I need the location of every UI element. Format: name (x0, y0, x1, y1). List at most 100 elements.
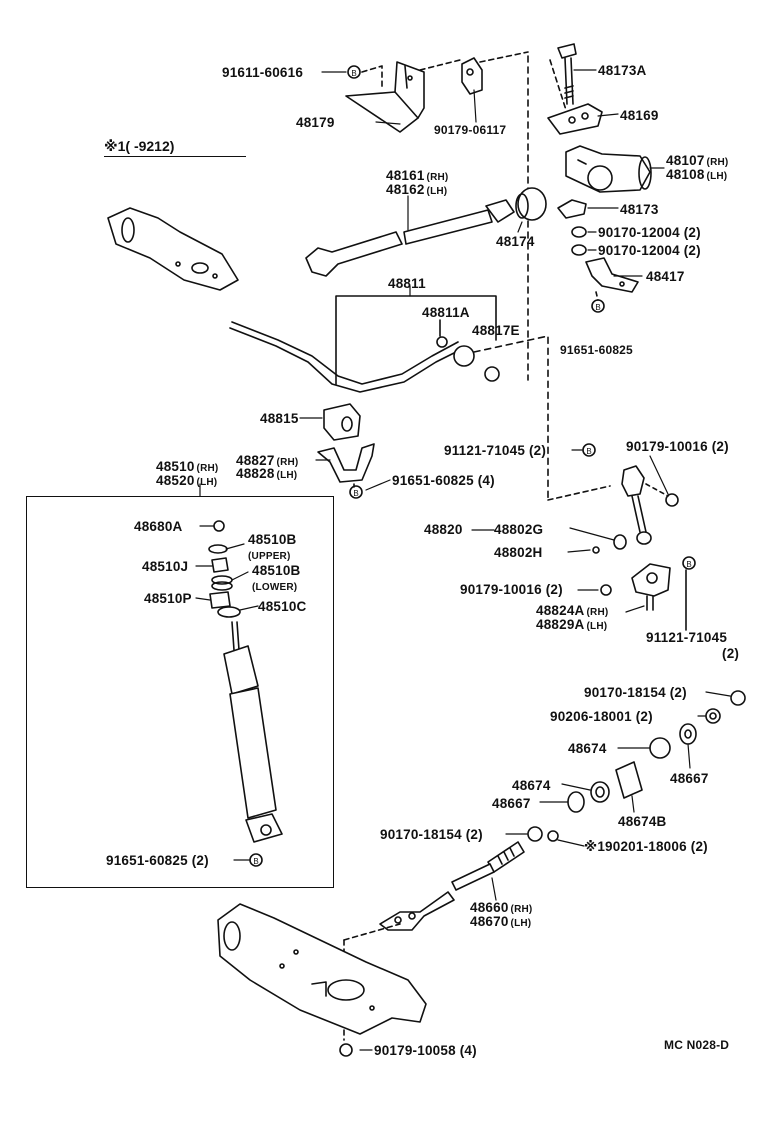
part-number-48670: 48670 (470, 914, 509, 929)
label-qty-2: (2) (722, 646, 740, 661)
bolt-91651-60825-icon: B (591, 299, 605, 313)
label-90179-10058: 90179-10058 (4) (374, 1043, 477, 1058)
label-90170-18154-top: 90170-18154 (2) (584, 685, 687, 700)
label-48667-a: 48667 (670, 771, 709, 786)
retainer-48667-b (567, 791, 585, 813)
label-90170-12004-b: 90170-12004 (2) (598, 243, 701, 258)
bolt-91121-71045-icon: B (582, 443, 596, 457)
label-48802H: 48802H (494, 545, 543, 560)
part-number-48828: 48828 (236, 466, 275, 481)
bushing-48811A (436, 336, 448, 348)
label-48820: 48820 (424, 522, 463, 537)
lh-suffix: (LH) (426, 186, 448, 197)
label-48660: 48660(RH) (470, 900, 532, 917)
washer-190201-18006-icon (547, 830, 559, 842)
bracket-48179 (345, 61, 425, 133)
label-48827: 48827(RH) (236, 453, 298, 470)
label-91121-71045-2: 91121-71045 (2) (444, 443, 547, 458)
rh-suffix: (RH) (706, 157, 729, 168)
bushing-48802G (613, 534, 627, 550)
label-48417: 48417 (646, 269, 685, 284)
label-48674-a: 48674 (568, 741, 607, 756)
label-48107: 48107(RH) (666, 153, 728, 170)
label-48670: 48670(LH) (470, 914, 531, 931)
cap-48817E (484, 366, 500, 382)
lh-suffix: (LH) (510, 918, 532, 929)
washer-90170-12004-icon (571, 226, 587, 256)
label-90179-10016-top: 90179-10016 (2) (626, 439, 729, 454)
bolt-90179-10058-icon (339, 1043, 353, 1057)
svg-text:B: B (586, 447, 591, 456)
label-48510J: 48510J (142, 559, 189, 574)
label-91651-60825-top: 91651-60825 (560, 343, 633, 357)
strut-bar-48660 (379, 841, 525, 931)
bolt-91651-60825-4-icon: B (349, 485, 363, 499)
label-48173A: 48173A (598, 63, 647, 78)
part-number-48510: 48510 (156, 459, 195, 474)
lh-suffix: (LH) (706, 171, 728, 182)
part-number-48161: 48161 (386, 168, 425, 183)
arm-48107 (565, 145, 652, 193)
label-48510B-lower: 48510B(LOWER) (252, 563, 301, 595)
lh-suffix: (LH) (196, 477, 218, 488)
label-48162: 48162(LH) (386, 182, 447, 199)
part-number-48162: 48162 (386, 182, 425, 197)
label-48510B-upper: 48510B(UPPER) (248, 532, 297, 564)
rh-suffix: (RH) (426, 172, 449, 183)
label-91651-60825-4: 91651-60825 (4) (392, 473, 495, 488)
svg-text:B: B (253, 857, 258, 866)
part-number-48108: 48108 (666, 167, 705, 182)
svg-text:B: B (353, 489, 358, 498)
part-number-48824A: 48824A (536, 603, 585, 618)
leader-lines (195, 69, 731, 1051)
label-48510C: 48510C (258, 599, 307, 614)
bushing-48173 (557, 199, 587, 219)
bolt-48173A (557, 43, 577, 105)
nut-91611-60616-icon: B (347, 65, 361, 79)
label-48829A: 48829A(LH) (536, 617, 607, 634)
frame-fragment (107, 207, 239, 291)
part-number-48660: 48660 (470, 900, 509, 915)
bushing-48674-b (590, 781, 610, 803)
bolt-91121-71045-b-icon: B (682, 556, 696, 570)
nut-90179-10016-icon (665, 493, 679, 507)
rh-suffix: (RH) (196, 463, 219, 474)
nut-90179-10016-mid-icon (600, 584, 612, 596)
part-number-48520: 48520 (156, 473, 195, 488)
clip-90179-06117 (461, 57, 483, 95)
anchor-48174 (515, 187, 547, 221)
svg-text:B: B (595, 303, 600, 312)
part-number-48107: 48107 (666, 153, 705, 168)
collar-48674B (615, 761, 643, 799)
label-48179: 48179 (296, 115, 335, 130)
label-48811A: 48811A (422, 305, 470, 320)
label-48815: 48815 (260, 411, 299, 426)
rh-suffix: (RH) (276, 457, 299, 468)
bracket-48824A (631, 563, 671, 611)
label-48811: 48811 (388, 276, 426, 291)
label-48108: 48108(LH) (666, 167, 727, 184)
label-48674B: 48674B (618, 814, 667, 829)
label-48510: 48510(RH) (156, 459, 218, 476)
bushing-48674-a (649, 737, 671, 759)
lever-48169 (547, 103, 603, 135)
nut-90170-18154-icon (730, 690, 746, 706)
label-48824A: 48824A(RH) (536, 603, 608, 620)
part-number-48510B-lower: 48510B (252, 563, 301, 578)
label-48667-b: 48667 (492, 796, 531, 811)
label-90170-12004-a: 90170-12004 (2) (598, 225, 701, 240)
bushing-48802H (592, 546, 600, 554)
shock-absorber-48510 (223, 621, 283, 843)
label-48817E: 48817E (472, 323, 520, 338)
part-number-48829A: 48829A (536, 617, 585, 632)
diagram-code: MC N028-D (664, 1038, 730, 1052)
label-90170-18154-bot: 90170-18154 (2) (380, 827, 483, 842)
bracket-48417 (585, 257, 639, 293)
shock-upper-parts (208, 520, 241, 618)
label-48520: 48520(LH) (156, 473, 217, 490)
svg-text:B: B (686, 560, 691, 569)
part-number-48827: 48827 (236, 453, 275, 468)
lh-suffix: (LH) (276, 470, 298, 481)
part-number-48510B-upper: 48510B (248, 532, 297, 547)
